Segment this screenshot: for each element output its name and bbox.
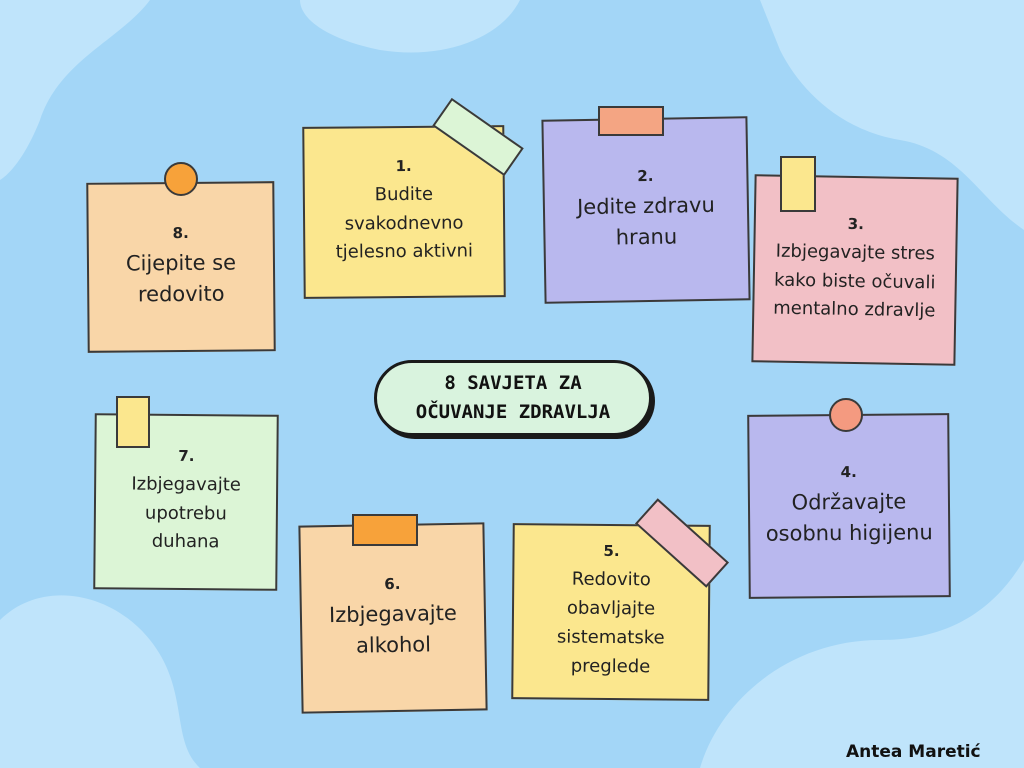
tip-text: Redovito obavljajte sistematske preglede [556,569,665,678]
title-line-1: 8 SAVJETA ZA [444,371,582,394]
tip-text: Izbjegavajte upotrebu duhana [131,473,242,553]
tip-number: 1. [395,156,412,175]
tip-number: 8. [172,223,189,242]
pin-icon [164,162,198,196]
tip-text: Izbjegavajte alkohol [328,600,458,658]
tip-number: 7. [178,446,195,465]
tip-number: 3. [847,214,865,233]
pin-icon [829,398,863,432]
tip-text: Izbjegavajte stres kako biste očuvali me… [772,240,936,322]
tip-note-8: 8. Cijepite se redovito [86,181,276,353]
tape-strip [116,396,150,448]
tip-text: Budite svakodnevno tjelesno aktivni [335,183,474,263]
title-badge: 8 SAVJETA ZA OČUVANJE ZDRAVLJA [374,360,652,436]
tip-note-2: 2. Jedite zdravu hranu [541,116,751,304]
tip-note-6: 6. Izbjegavajte alkohol [298,522,488,714]
tip-text: Jedite zdravu hranu [576,192,715,250]
tip-number: 2. [637,166,654,185]
tip-number: 4. [840,462,857,481]
tip-note-4: 4. Održavajte osobnu higijenu [747,413,951,599]
tip-text: Održavajte osobnu higijenu [765,489,933,546]
tip-number: 5. [603,542,620,561]
tape-strip [780,156,816,212]
tip-text: Cijepite se redovito [125,250,237,307]
author-signature: Antea Maretić [846,742,981,762]
tape-strip [352,514,418,546]
title-line-2: OČUVANJE ZDRAVLJA [415,401,611,423]
tape-strip [598,106,664,136]
tip-number: 6. [384,574,401,593]
